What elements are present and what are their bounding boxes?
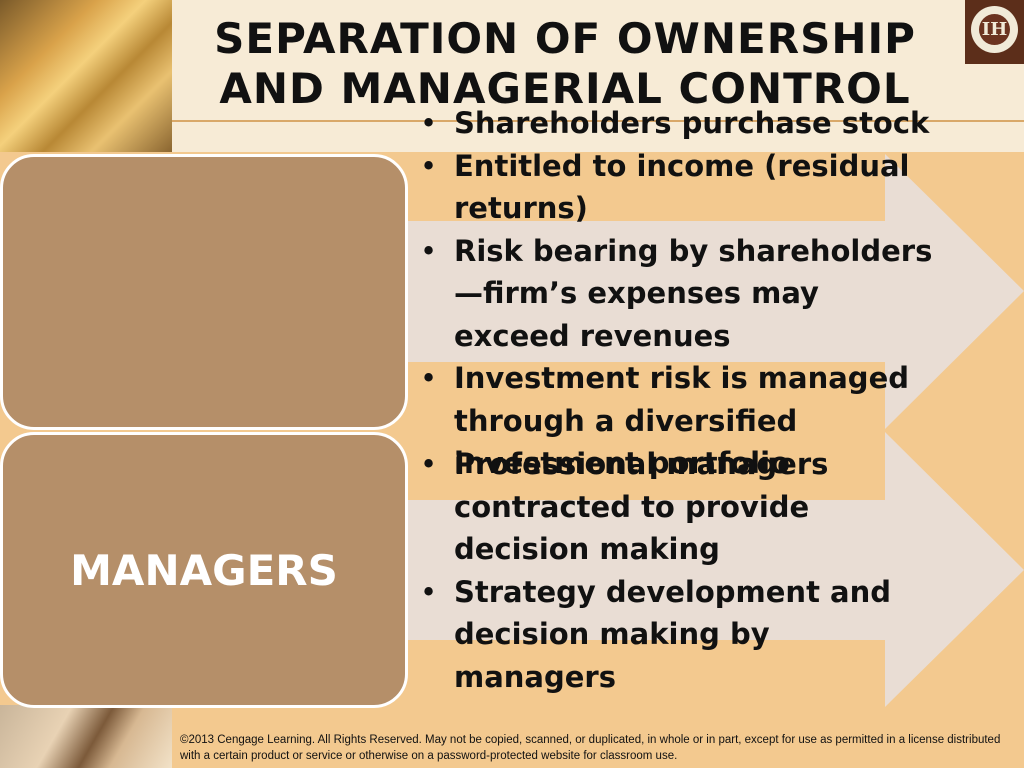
footer-band <box>172 705 1024 768</box>
owner-bullet-list: Shareholders purchase stock Entitled to … <box>418 102 938 485</box>
logo-monogram: IH <box>979 14 1010 45</box>
decorative-photo-top <box>0 0 172 152</box>
bullet-item: Shareholders purchase stock <box>418 102 938 145</box>
bullet-item: Risk bearing by shareholders—firm’s expe… <box>418 230 938 358</box>
owners-box-label <box>3 157 405 427</box>
owners-box <box>0 154 408 430</box>
bullet-item: Entitled to income (residual returns) <box>418 145 938 230</box>
logo-seal-icon: IH <box>971 6 1018 53</box>
slide-title: SEPARATION OF OWNERSHIP AND MANAGERIAL C… <box>214 14 916 113</box>
copyright-notice: ©2013 Cengage Learning. All Rights Reser… <box>180 734 1001 762</box>
manager-bullet-list: Professional managers contracted to prov… <box>418 443 938 698</box>
bullet-item: Strategy development and decision making… <box>418 571 938 699</box>
managers-box: MANAGERS <box>0 432 408 708</box>
publisher-logo: IH <box>965 0 1024 64</box>
managers-box-label: MANAGERS <box>70 545 338 595</box>
decorative-photo-bottom <box>0 705 172 768</box>
bullet-item: Professional managers contracted to prov… <box>418 443 938 571</box>
